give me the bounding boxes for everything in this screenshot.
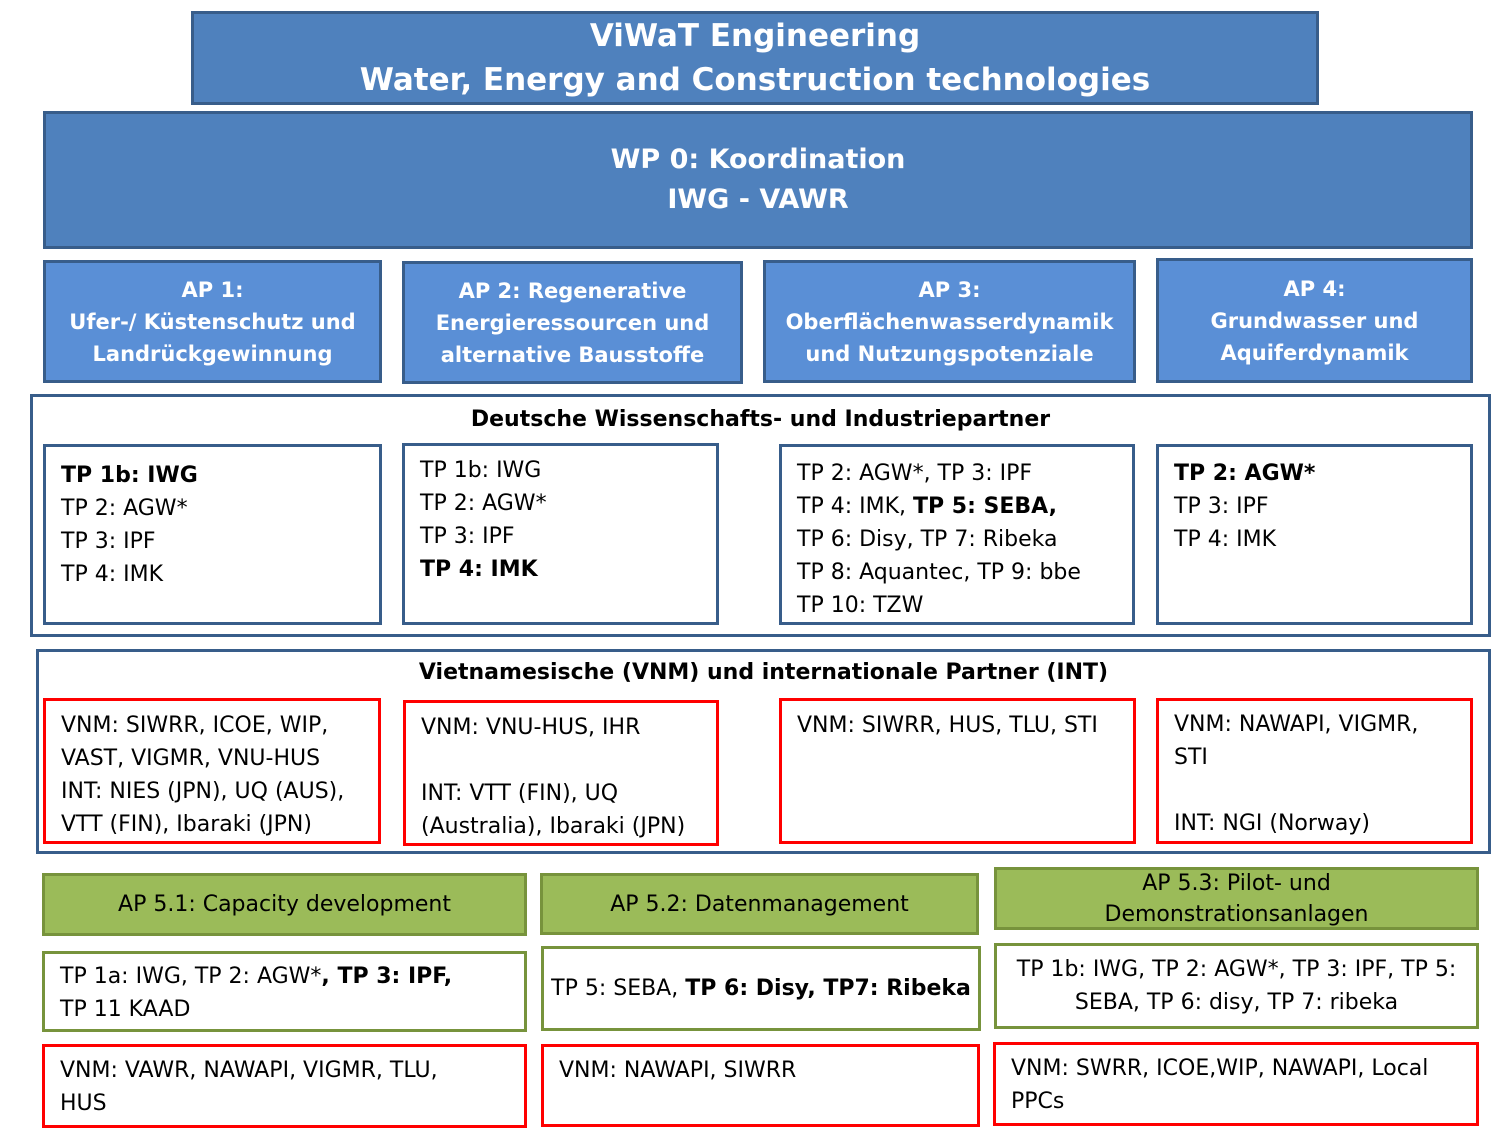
ap5-3-vnm-line: VNM: SWRR, ICOE,WIP, NAWAPI, Local (1011, 1056, 1429, 1081)
project-title-line2: Water, Energy and Construction technolog… (359, 62, 1151, 98)
ap5-1-partners-line: TP 1a: IWG, TP 2: AGW*, TP 3: IPF, (60, 960, 524, 993)
ap3-line3: und Nutzungspotenziale (805, 341, 1094, 366)
german-ap3-item: TP 8: Aquantec, TP 9: bbe (797, 560, 1081, 585)
german-ap2-item: TP 2: AGW* (420, 491, 547, 516)
ap5-1-partners-bold: , TP 3: IPF, (321, 964, 453, 989)
coordination-box: WP 0: Koordination IWG - VAWR (43, 111, 1473, 249)
ap2-line2: Energieressourcen und (435, 310, 710, 335)
ap5-2-partners-line: TP 5: SEBA, TP 6: Disy, TP7: Ribeka (551, 972, 971, 1005)
ap1-line1: AP 1: (181, 277, 244, 302)
vn-partners-title: Vietnamesische (VNM) und internationale … (418, 660, 1109, 685)
ap5-1-head: AP 5.1: Capacity development (42, 873, 527, 936)
ap5-3-partners-line: SEBA, TP 6: disy, TP 7: ribeka (1074, 990, 1399, 1015)
vn-ap1-item: INT: NIES (JPN), UQ (AUS), (61, 779, 345, 804)
vn-ap1-item: VNM: SIWRR, ICOE, WIP, (61, 713, 329, 738)
vn-partners-ap4: VNM: NAWAPI, VIGMR, STI INT: NGI (Norway… (1156, 698, 1473, 844)
ap2-line1: AP 2: Regenerative (458, 278, 687, 303)
vn-partners-ap1: VNM: SIWRR, ICOE, WIP, VAST, VIGMR, VNU-… (43, 698, 381, 844)
german-ap4-item: TP 3: IPF (1174, 494, 1269, 519)
vn-ap4-item: INT: NGI (Norway) (1174, 811, 1370, 836)
work-package-ap1: AP 1: Ufer-/ Küstenschutz und Landrückge… (43, 260, 382, 383)
ap5-1-partners-part: TP 1a: IWG, TP 2: AGW* (60, 964, 322, 989)
vn-ap2-spacer (421, 744, 716, 777)
coordination-line1: WP 0: Koordination (610, 144, 906, 175)
ap5-2-partners-part: TP 5: SEBA, (551, 976, 686, 1001)
ap4-line2: Grundwasser und (1210, 308, 1419, 333)
german-ap3-item: TP 2: AGW*, TP 3: IPF (797, 461, 1033, 486)
project-title-line1: ViWaT Engineering (589, 18, 921, 54)
vn-partners-ap3: VNM: SIWRR, HUS, TLU, STI (779, 698, 1136, 844)
ap4-line1: AP 4: (1283, 276, 1346, 301)
ap5-3-vnm: VNM: SWRR, ICOE,WIP, NAWAPI, Local PPCs (993, 1042, 1479, 1126)
german-partners-ap4: TP 2: AGW* TP 3: IPF TP 4: IMK (1156, 444, 1473, 625)
german-ap3-item-bold: TP 5: SEBA, (912, 494, 1057, 519)
german-ap1-item: TP 3: IPF (61, 529, 156, 554)
ap3-line2: Oberflächenwasserdynamik (785, 309, 1114, 334)
german-ap3-item-part: TP 4: IMK, (797, 494, 913, 519)
german-ap2-item: TP 4: IMK (420, 557, 538, 582)
vn-ap4-spacer (1174, 774, 1470, 807)
vn-partners-ap2: VNM: VNU-HUS, IHR INT: VTT (FIN), UQ (Au… (403, 700, 719, 846)
ap5-3-title: Demonstrationsanlagen (1104, 901, 1369, 927)
ap1-line3: Landrückgewinnung (92, 341, 333, 366)
vn-ap4-item: STI (1174, 745, 1208, 770)
ap5-2-title: AP 5.2: Datenmanagement (610, 891, 909, 917)
german-ap3-item: TP 10: TZW (797, 593, 924, 618)
ap5-2-vnm-line: VNM: NAWAPI, SIWRR (559, 1058, 797, 1083)
ap5-1-partners-line: TP 11 KAAD (60, 997, 191, 1022)
german-ap3-item: TP 4: IMK, TP 5: SEBA, (797, 490, 1132, 523)
german-ap4-item: TP 2: AGW* (1174, 461, 1316, 486)
ap4-line3: Aquiferdynamik (1220, 340, 1409, 365)
german-ap1-item: TP 2: AGW* (61, 496, 188, 521)
vn-ap1-item: VAST, VIGMR, VNU-HUS (61, 746, 321, 771)
german-ap1-item: TP 4: IMK (61, 562, 163, 587)
ap5-1-vnm: VNM: VAWR, NAWAPI, VIGMR, TLU, HUS (42, 1044, 527, 1128)
vn-ap2-item: INT: VTT (FIN), UQ (421, 781, 619, 806)
german-partners-ap2: TP 1b: IWG TP 2: AGW* TP 3: IPF TP 4: IM… (402, 443, 719, 625)
ap1-line2: Ufer-/ Küstenschutz und (69, 309, 356, 334)
work-package-ap4: AP 4: Grundwasser und Aquiferdynamik (1156, 258, 1473, 383)
work-package-ap3: AP 3: Oberflächenwasserdynamik und Nutzu… (763, 260, 1136, 383)
ap5-2-vnm: VNM: NAWAPI, SIWRR (541, 1044, 980, 1127)
german-partners-ap3: TP 2: AGW*, TP 3: IPF TP 4: IMK, TP 5: S… (779, 444, 1135, 625)
german-ap1-item: TP 1b: IWG (61, 463, 198, 488)
ap5-1-partners: TP 1a: IWG, TP 2: AGW*, TP 3: IPF, TP 11… (42, 951, 527, 1032)
german-ap3-item: TP 6: Disy, TP 7: Ribeka (797, 527, 1058, 552)
ap5-1-vnm-line: VNM: VAWR, NAWAPI, VIGMR, TLU, (60, 1058, 438, 1083)
project-title-box: ViWaT Engineering Water, Energy and Cons… (191, 11, 1319, 105)
vn-ap1-item: VTT (FIN), Ibaraki (JPN) (61, 812, 312, 837)
german-ap4-item: TP 4: IMK (1174, 527, 1276, 552)
german-ap2-item: TP 1b: IWG (420, 458, 542, 483)
ap5-3-head: AP 5.3: Pilot- und Demonstrationsanlagen (994, 867, 1479, 930)
vn-ap2-item: VNM: VNU-HUS, IHR (421, 715, 641, 740)
ap5-2-partners: TP 5: SEBA, TP 6: Disy, TP7: Ribeka (541, 946, 981, 1031)
german-partners-ap1: TP 1b: IWG TP 2: AGW* TP 3: IPF TP 4: IM… (43, 444, 382, 625)
ap2-line3: alternative Bausstoffe (440, 342, 705, 367)
ap5-1-vnm-line: HUS (60, 1091, 107, 1116)
work-package-ap2: AP 2: Regenerative Energieressourcen und… (402, 261, 743, 384)
ap5-3-title: AP 5.3: Pilot- und (1142, 870, 1331, 896)
ap5-3-vnm-line: PPCs (1011, 1089, 1065, 1114)
ap5-2-partners-bold: TP 6: Disy, TP7: Ribeka (685, 976, 971, 1001)
ap3-line1: AP 3: (918, 277, 981, 302)
coordination-line2: IWG - VAWR (667, 184, 849, 215)
vn-ap3-item: VNM: SIWRR, HUS, TLU, STI (797, 713, 1098, 738)
vn-ap2-item: (Australia), Ibaraki (JPN) (421, 814, 686, 839)
german-partners-title: Deutsche Wissenschafts- und Industriepar… (470, 407, 1051, 432)
german-ap2-item: TP 3: IPF (420, 524, 515, 549)
ap5-2-head: AP 5.2: Datenmanagement (540, 873, 979, 935)
vn-ap4-item: VNM: NAWAPI, VIGMR, (1174, 712, 1419, 737)
ap5-3-partners-line: TP 1b: IWG, TP 2: AGW*, TP 3: IPF, TP 5: (1016, 957, 1457, 982)
ap5-1-title: AP 5.1: Capacity development (118, 892, 451, 917)
ap5-3-partners: TP 1b: IWG, TP 2: AGW*, TP 3: IPF, TP 5:… (994, 943, 1479, 1029)
